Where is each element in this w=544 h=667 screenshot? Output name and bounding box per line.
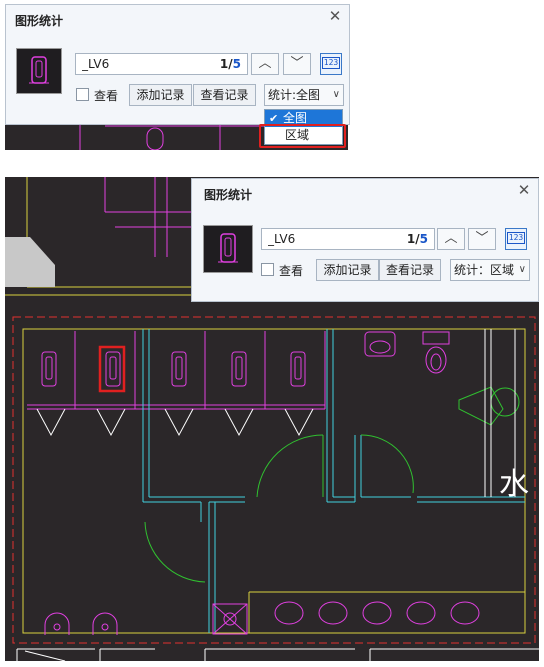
add-record-button[interactable]: 添加记录 — [129, 84, 192, 106]
chevron-down-icon: ﹀ — [290, 56, 304, 71]
number-icon: 123 — [321, 57, 341, 69]
block-preview — [16, 48, 62, 94]
view-label: 查看 — [279, 264, 304, 278]
number-icon: 123 — [506, 232, 526, 244]
stat-scope-select[interactable]: 统计:全图 ∨ — [264, 84, 344, 106]
dropdown-option-area[interactable]: 区域 — [285, 128, 310, 142]
dropdown-option-full[interactable]: ✔ 全图 — [265, 110, 342, 127]
graphic-stats-dialog-top: 图形统计 ✕ 1/5 ︿ ﹀ 123 查看 添加记录 查看记录 统计:全图 ∨ — [5, 4, 350, 125]
check-icon: ✔ — [269, 112, 279, 125]
number-label-button[interactable]: 123 — [320, 53, 342, 75]
highlight-box — [259, 124, 346, 148]
cad-drawing-main — [5, 177, 539, 661]
urinal-block-icon — [218, 233, 238, 263]
view-label: 查看 — [94, 89, 119, 103]
chevron-down-icon: ∨ — [518, 264, 526, 275]
prev-button[interactable]: ︿ — [437, 228, 465, 250]
chevron-down-icon: ∨ — [332, 89, 340, 100]
view-checkbox[interactable] — [261, 263, 274, 276]
close-icon[interactable]: ✕ — [328, 7, 342, 25]
room-label: 水 — [499, 467, 529, 502]
chevron-up-icon: ︿ — [258, 56, 272, 71]
dialog-title: 图形统计 — [15, 14, 64, 28]
chevron-down-icon: ﹀ — [475, 231, 489, 246]
chevron-up-icon: ︿ — [444, 231, 458, 246]
stat-scope-dropdown: ✔ 全图 区域 — [264, 109, 343, 145]
urinal-block-icon — [29, 56, 49, 84]
block-name-input[interactable] — [82, 56, 202, 72]
match-counter: 1/5 — [406, 232, 428, 246]
number-label-button[interactable]: 123 — [505, 228, 527, 250]
block-name-field[interactable]: 1/5 — [261, 228, 435, 250]
graphic-stats-dialog-bottom: 图形统计 ✕ 1/5 ︿ ﹀ 123 查看 添加记录 查看记录 统计：区域 ∨ — [191, 178, 539, 302]
prev-button[interactable]: ︿ — [251, 53, 279, 75]
dialog-title: 图形统计 — [204, 188, 253, 202]
view-checkbox[interactable] — [76, 88, 89, 101]
close-icon[interactable]: ✕ — [517, 181, 531, 199]
stat-scope-select[interactable]: 统计：区域 ∨ — [450, 259, 530, 281]
block-name-field[interactable]: 1/5 — [75, 53, 248, 75]
block-name-input[interactable] — [268, 231, 388, 247]
block-preview — [203, 225, 253, 273]
view-record-button[interactable]: 查看记录 — [193, 84, 256, 106]
view-record-button[interactable]: 查看记录 — [379, 259, 441, 281]
next-button[interactable]: ﹀ — [283, 53, 311, 75]
match-counter: 1/5 — [219, 57, 241, 71]
next-button[interactable]: ﹀ — [468, 228, 496, 250]
add-record-button[interactable]: 添加记录 — [316, 259, 379, 281]
